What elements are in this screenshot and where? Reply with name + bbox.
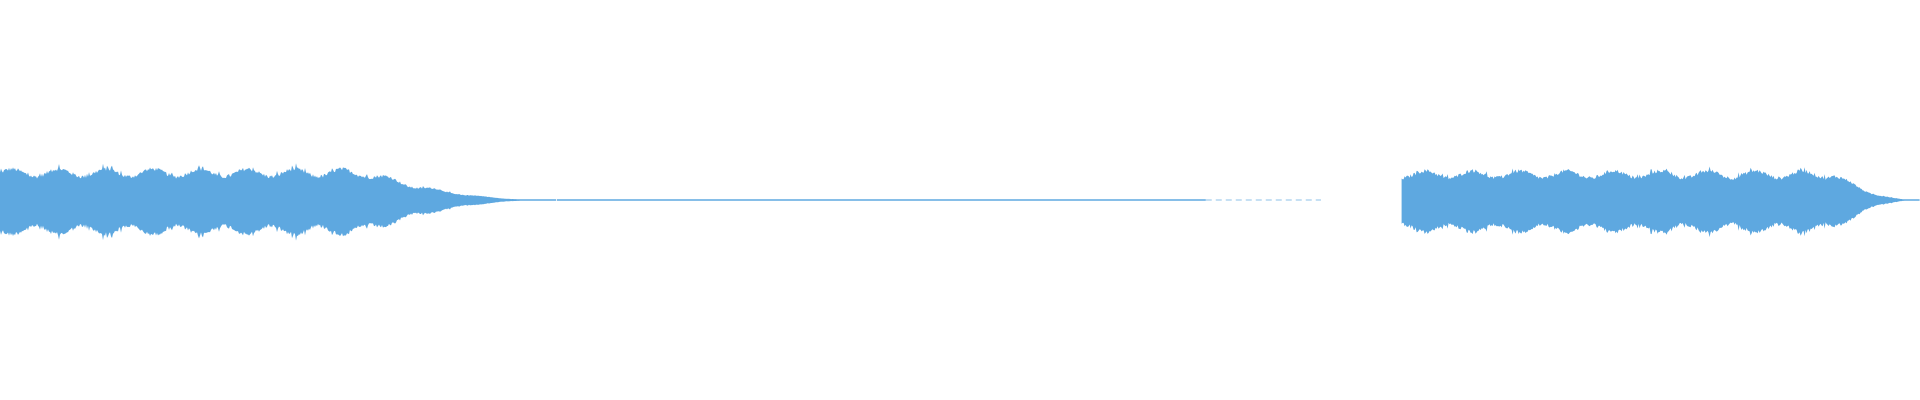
waveform-body xyxy=(1401,166,1920,238)
waveform-segment-1 xyxy=(0,163,1321,241)
waveform-body xyxy=(0,163,556,241)
waveform-segment-2 xyxy=(1401,166,1920,238)
